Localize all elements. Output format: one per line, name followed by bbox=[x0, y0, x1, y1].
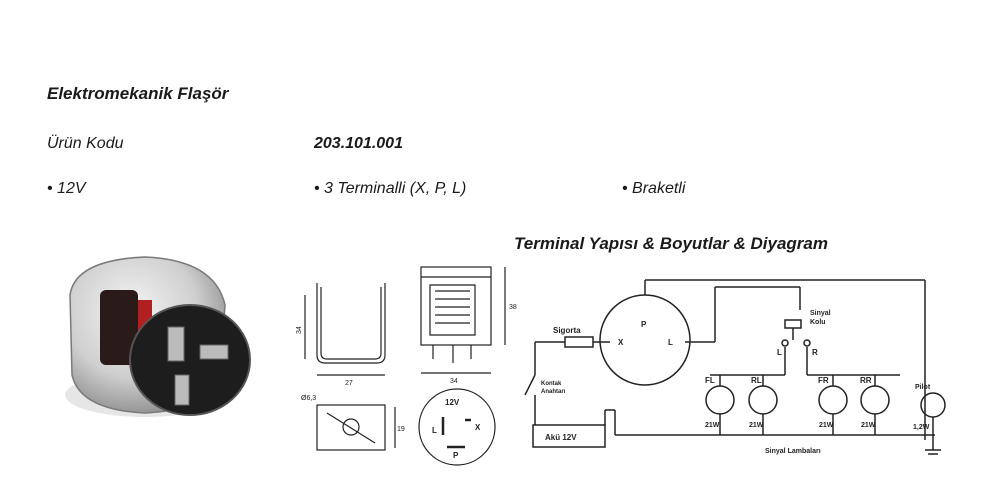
lamp-fl-watt: 21W bbox=[705, 422, 720, 429]
terminal-x: X bbox=[475, 423, 481, 432]
flasher-l: L bbox=[668, 338, 673, 347]
lamp-pilot-name: Pilot bbox=[915, 384, 931, 391]
flasher-x: X bbox=[618, 338, 624, 347]
dim-bracket-h: 19 bbox=[397, 426, 405, 433]
lamps-caption: Sinyal Lambaları bbox=[765, 448, 821, 455]
switch-label-1: Sinyal bbox=[810, 310, 831, 317]
flasher-photo bbox=[65, 256, 251, 417]
switch-r: R bbox=[812, 348, 818, 357]
fuse-label: Sigorta bbox=[553, 326, 581, 335]
dim-height-side: 34 bbox=[296, 326, 303, 334]
lamp-rl-watt: 21W bbox=[749, 422, 764, 429]
product-code-label: Ürün Kodu bbox=[47, 135, 124, 152]
feature-terminals: • 3 Terminalli (X, P, L) bbox=[314, 180, 467, 197]
dim-width-bracket: 27 bbox=[345, 380, 353, 387]
lamp-pilot-watt: 1,2W bbox=[913, 424, 930, 431]
lamp-rr-watt: 21W bbox=[861, 422, 876, 429]
switch-label-2: Kolu bbox=[810, 319, 826, 326]
battery-label: Akü 12V bbox=[545, 433, 577, 442]
flasher-p: P bbox=[641, 320, 647, 329]
dimension-drawings: 34 27 38 34 Ø6,3 19 12V L X P bbox=[296, 266, 517, 466]
lamp-fr-watt: 21W bbox=[819, 422, 834, 429]
feature-voltage: • 12V bbox=[47, 180, 86, 197]
switch-l: L bbox=[777, 348, 782, 357]
ignition-label-1: Kontak bbox=[541, 381, 562, 387]
dim-height-body: 38 bbox=[509, 304, 517, 311]
lamp-fl-name: FL bbox=[705, 376, 715, 385]
ignition-label-2: Anahtarı bbox=[541, 389, 566, 395]
terminal-voltage: 12V bbox=[445, 398, 460, 407]
diagram-title: Terminal Yapısı & Boyutlar & Diyagram bbox=[514, 234, 828, 253]
terminal-p: P bbox=[453, 451, 459, 460]
wiring-diagram: Sigorta Kontak Anahtarı Akü 12V P X L Si… bbox=[524, 279, 946, 455]
lamp-fr-name: FR bbox=[818, 376, 829, 385]
lamp-rr-name: RR bbox=[860, 376, 872, 385]
terminal-l: L bbox=[432, 426, 437, 435]
product-code-value: 203.101.001 bbox=[314, 135, 403, 152]
product-title: Elektromekanik Flaşör bbox=[47, 84, 229, 103]
lamp-rl-name: RL bbox=[751, 376, 762, 385]
dim-width-body: 34 bbox=[450, 378, 458, 385]
feature-bracket: • Braketli bbox=[622, 180, 686, 197]
dim-hole: Ø6,3 bbox=[301, 395, 316, 402]
